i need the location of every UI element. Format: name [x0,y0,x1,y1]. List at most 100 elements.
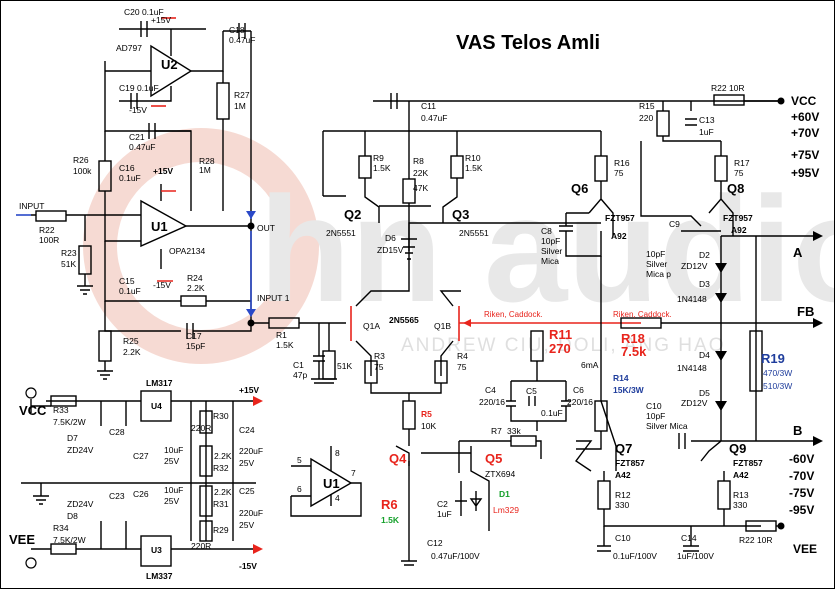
label-r19: R19 [761,351,785,366]
label-r1: R1 [276,330,287,340]
label-c20: C20 0.1uF [124,7,164,17]
label-c16v: 0.1uF [119,173,141,183]
label-c8v: 10pF [541,236,560,246]
label-c25v: 220uF [239,508,263,518]
label-p8: 8 [335,448,340,458]
label-c17v: 15pF [186,341,205,351]
label-lm329: Lm329 [493,505,519,515]
label-riken1: Riken, Caddock. [484,310,543,319]
label-a42a: A42 [615,470,631,480]
label-r4: R4 [457,351,468,361]
label-c26: C26 [133,489,149,499]
label-v70: +70V [791,126,819,140]
label-c11: C11 [421,101,436,111]
label-c8v2: Silver [541,246,562,256]
label-lm317: LM317 [146,378,173,388]
label-m15: -15V [239,561,257,571]
u3-regulator [140,535,172,567]
label-c2v: 1uF [437,509,452,519]
label-n2n5551b: 2N5551 [459,228,489,238]
label-c10v2: Silver Mica [646,421,688,431]
label-p4: 4 [335,493,340,503]
label-u1: U1 [151,219,168,234]
label-m15_top: -15V [129,105,147,115]
label-r26v: 100k [73,166,92,176]
label-d8v: ZD24V [67,499,94,509]
label-r30v: 220R [191,423,211,433]
label-d3v: 1N4148 [677,294,707,304]
label-c26v: 10uF [164,485,183,495]
label-c4: C4 [485,385,496,395]
label-d5v: ZD12V [681,398,708,408]
jfet-diff-pair [251,222,823,401]
u2-opamp [150,44,193,98]
u4-regulator [140,390,172,422]
label-r10v: 1.5K [465,163,483,173]
label-opa: OPA2134 [169,246,206,256]
r22-resistor [35,210,67,222]
label-r22: R22 [39,225,55,235]
label-c8v3: Mica [541,256,559,266]
label-r9: R9 [373,153,384,163]
label-c14v: 1uF/100V [677,551,714,561]
label-fzt857a: FZT857 [615,458,645,468]
label-r7v: 33k [507,426,521,436]
label-input1: INPUT 1 [257,293,290,303]
label-r14v: 15K/3W [613,385,645,395]
label-r6v: 1.5K [381,515,400,525]
label-r28v: 1M [199,165,211,175]
label-b: B [793,423,802,438]
label-vcc: VCC [791,94,817,108]
label-r8v2: 47K [413,183,428,193]
label-v95: +95V [791,166,819,180]
label-q5: Q5 [485,451,502,466]
label-c4v: 220/16 [479,397,505,407]
label-r22v: 100R [39,235,59,245]
label-c16: C16 [119,163,135,173]
label-r19v: 470/3W [763,368,792,378]
label-r13: R13 [733,490,749,500]
label-p15_top: +15V [151,15,171,25]
label-c24v2: 25V [239,458,254,468]
label-a92a: A92 [611,231,627,241]
label-n2n5551a: 2N5551 [326,228,356,238]
label-q1a: Q1A [363,321,380,331]
label-r11v: 270 [549,341,571,356]
label-r3: R3 [374,351,385,361]
label-fb: FB [797,304,814,319]
label-r27: R27 [234,90,250,100]
label-d6: D6 [385,233,396,243]
label-r31v: 2.2K [214,487,232,497]
label-r19v2: 510/3W [763,381,792,391]
label-c23: C23 [109,491,125,501]
label-c15: C15 [119,276,135,286]
label-c2: C2 [437,499,448,509]
label-r24v: 2.2K [187,283,205,293]
watermark-sub: ANDREW CIU, DOLI, ANG HAO [401,335,725,356]
label-m15_u1: -15V [153,280,171,290]
label-r15v: 220 [639,113,653,123]
label-u2: U2 [161,57,178,72]
label-c1: C1 [293,360,304,370]
label-v75: +75V [791,148,819,162]
label-r25v: 2.2K [123,347,141,357]
label-p5: 5 [297,455,302,465]
label-r31: R31 [213,499,229,509]
watermark-brand: hn audio [259,165,835,333]
label-c18v: 0.47uF [229,35,255,45]
label-r22c: R22 10R [739,535,773,545]
label-c15v: 0.1uF [119,286,141,296]
label-d4v: 1N4148 [677,363,707,373]
u1-opamp [140,199,188,248]
label-d1: D1 [499,489,510,499]
label-r16v: 75 [614,168,624,178]
label-r27v: 1M [234,101,246,111]
label-u1_ref: U1 [323,476,340,491]
label-d6v: ZD15V [377,245,404,255]
label-d7v: ZD24V [67,445,94,455]
label-q1b: Q1B [434,321,451,331]
label-c13v: 1uF [699,127,714,137]
label-c9v3: Mica p [646,269,671,279]
label-r14: R14 [613,373,629,383]
